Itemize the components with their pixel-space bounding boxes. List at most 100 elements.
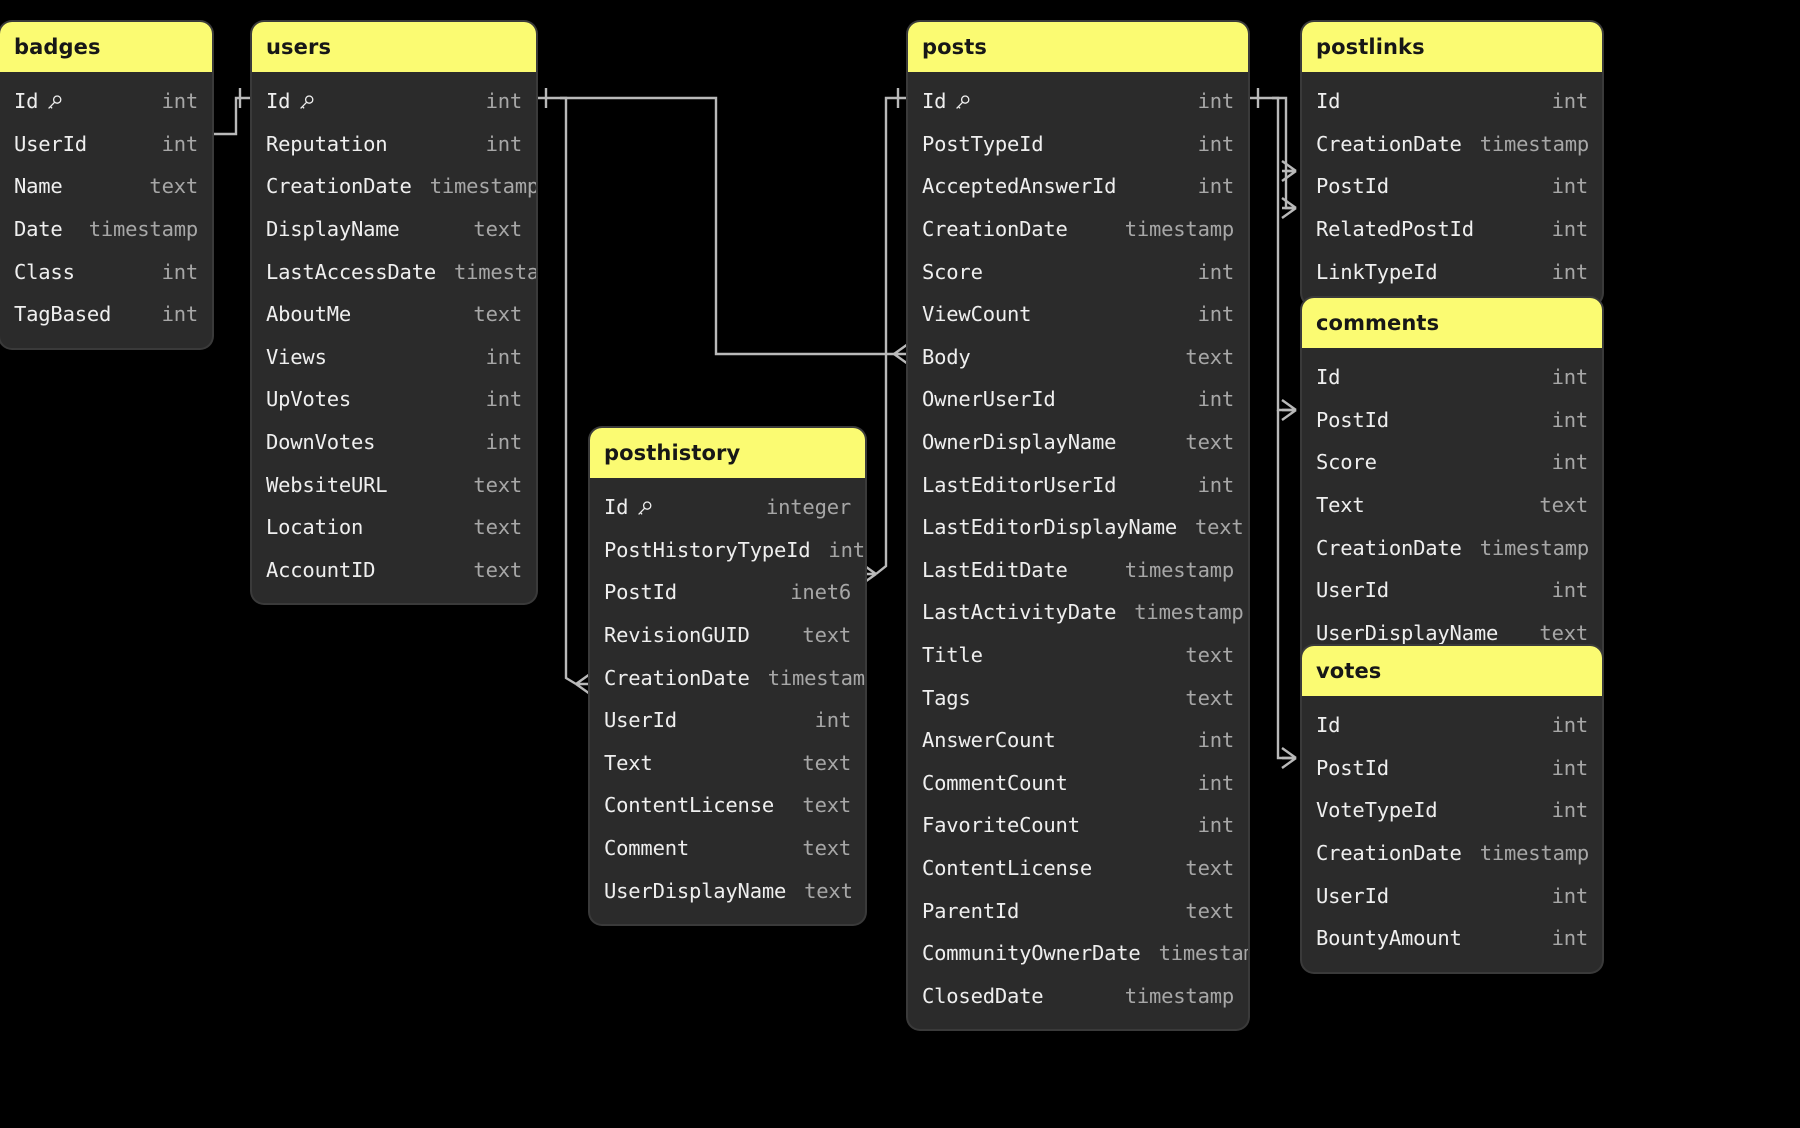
connector-users-posthistory	[560, 96, 577, 686]
field-type: text	[802, 750, 851, 775]
table-header-badges[interactable]: badges	[0, 22, 212, 72]
field-row[interactable]: LastAccessDatetimestamp	[252, 250, 536, 293]
field-name-text: Title	[922, 643, 983, 668]
table-header-posthistory[interactable]: posthistory	[590, 428, 865, 478]
table-header-votes[interactable]: votes	[1302, 646, 1602, 696]
field-row[interactable]: CommunityOwnerDatetimestamp	[908, 932, 1248, 975]
field-name: PostId	[604, 580, 677, 604]
field-name: OwnerUserId	[922, 387, 1056, 411]
table-header-posts[interactable]: posts	[908, 22, 1248, 72]
field-name: DisplayName	[266, 217, 400, 241]
field-name: LastActivityDate	[922, 600, 1116, 624]
field-type: text	[473, 217, 522, 242]
field-name: Class	[14, 260, 75, 284]
field-name: TagBased	[14, 302, 111, 326]
table-header-comments[interactable]: comments	[1302, 298, 1602, 348]
table-header-users[interactable]: users	[252, 22, 536, 72]
many-marker-users-posts	[893, 343, 909, 365]
field-name-text: Id	[14, 89, 39, 114]
field-row[interactable]: DisplayName text	[252, 208, 536, 251]
field-name-text: ContentLicense	[922, 855, 1092, 880]
field-type: int	[1551, 259, 1589, 284]
field-name: CreationDate	[1316, 841, 1462, 865]
field-name: PostId	[1316, 174, 1389, 198]
table-header-postlinks[interactable]: postlinks	[1302, 22, 1602, 72]
field-type: text	[473, 515, 522, 540]
